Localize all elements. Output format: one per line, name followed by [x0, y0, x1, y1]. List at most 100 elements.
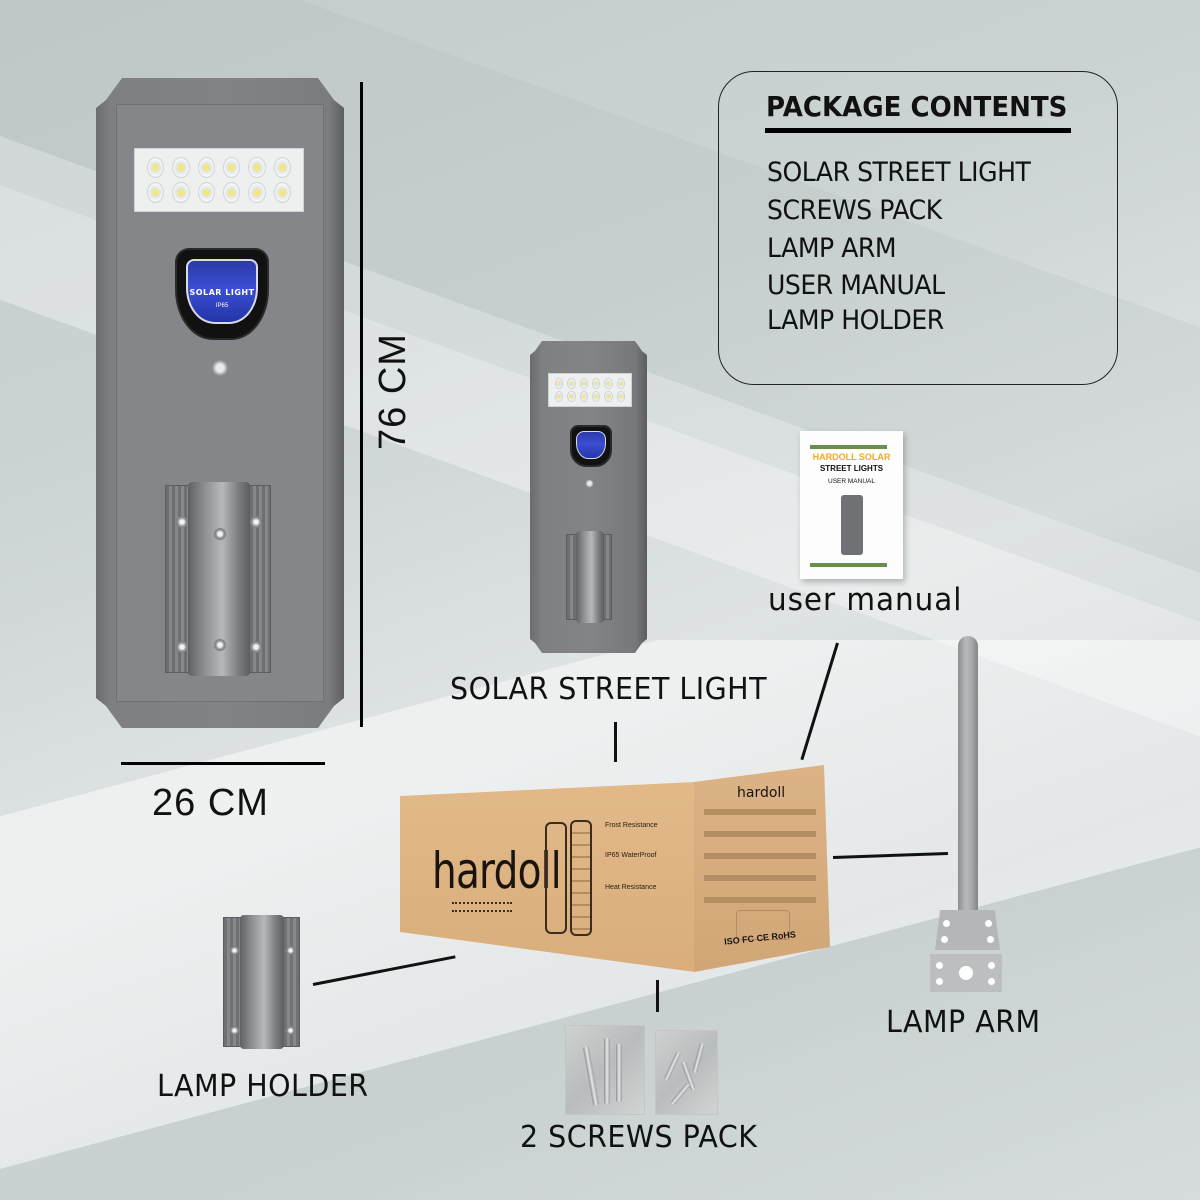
lamp-holder-image: [223, 915, 300, 1049]
sensor-knob-icon: [585, 479, 594, 488]
bolt-icon: [616, 1044, 622, 1102]
holder-tube: [240, 915, 284, 1049]
spec-row: [704, 875, 816, 881]
box-icon-row: [452, 902, 512, 912]
box-feature: Heat Resistance: [605, 884, 657, 891]
bolt-icon: [176, 641, 188, 653]
bolt-icon: [214, 528, 226, 540]
bolt-icon: [692, 1042, 705, 1074]
shipping-box-front: hardoll Frost Resistance IP65 WaterProof…: [400, 782, 695, 972]
led-icon: [567, 391, 576, 402]
bolt-icon: [286, 946, 295, 955]
bolt-icon: [214, 639, 226, 651]
badge-rating: IP65: [215, 302, 229, 309]
spec-row: [704, 853, 816, 859]
hole-icon: [985, 920, 992, 927]
package-contents-list: SOLAR STREET LIGHT SCREWS PACK LAMP ARM …: [767, 154, 1050, 338]
led-icon: [248, 157, 266, 178]
led-icon: [223, 182, 241, 203]
hole-icon: [936, 978, 943, 985]
user-manual-label: user manual: [768, 582, 963, 618]
manual-top-bar: [810, 445, 887, 449]
leader-line: [800, 642, 839, 761]
bolt-icon: [230, 946, 239, 955]
bolt-icon: [286, 1026, 295, 1035]
bolt-icon: [250, 641, 262, 653]
box-feature: IP65 WaterProof: [605, 852, 657, 859]
lamp-arm-label: LAMP ARM: [886, 1005, 1041, 1040]
screw-bag: [565, 1025, 645, 1115]
led-icon: [616, 378, 625, 389]
box-side-brand: hardoll: [737, 785, 786, 801]
box-lamp-outline: [545, 822, 567, 934]
led-icon: [273, 157, 291, 178]
bolt-icon: [250, 516, 262, 528]
bolt-icon: [230, 1026, 239, 1035]
hole-icon: [988, 978, 995, 985]
package-contents-title: PACKAGE CONTENTS: [766, 90, 1068, 123]
list-item: LAMP ARM: [767, 233, 897, 264]
title-underline: [765, 128, 1071, 133]
lamp-arm-pole: [958, 636, 978, 914]
led-panel: [548, 373, 632, 407]
hole-icon: [941, 936, 948, 943]
manual-doc-type: USER MANUAL: [828, 478, 875, 485]
spec-row: [704, 831, 816, 837]
led-icon: [579, 378, 588, 389]
leader-line: [656, 980, 659, 1012]
led-icon: [555, 391, 564, 402]
led-icon: [555, 378, 564, 389]
box-brand-logo: hardoll: [432, 842, 562, 900]
led-panel: [134, 148, 304, 212]
pole-mount: [566, 531, 612, 623]
led-icon: [273, 182, 291, 203]
bolt-icon: [670, 1082, 691, 1106]
led-icon: [604, 378, 613, 389]
led-icon: [147, 157, 165, 178]
sensor-knob-icon: [211, 359, 229, 377]
shipping-box-side: hardoll ISO FC CE RoHS: [694, 765, 830, 972]
lamp-arm-clamp: [930, 954, 1002, 992]
hole-icon: [988, 962, 995, 969]
width-dimension-label: 26 CM: [152, 782, 269, 824]
list-item: USER MANUAL: [767, 270, 945, 301]
lamp-holder-label: LAMP HOLDER: [157, 1069, 369, 1104]
lamp-arm-bracket: [935, 910, 1000, 950]
solar-street-light-large: SOLAR LIGHT IP65: [96, 78, 344, 728]
bolt-icon: [663, 1051, 682, 1081]
led-icon: [567, 378, 576, 389]
spec-row: [704, 897, 816, 903]
screw-bag: [655, 1030, 718, 1115]
manual-lamp-image: [841, 495, 863, 555]
badge-screen: [575, 430, 607, 459]
list-item: LAMP HOLDER: [767, 305, 944, 336]
height-dimension-line: [360, 82, 363, 727]
screws-pack-label: 2 SCREWS PACK: [520, 1120, 758, 1155]
hole-icon: [987, 936, 994, 943]
manual-bottom-bar: [810, 563, 887, 567]
manual-brand: HARDOLL SOLAR: [812, 452, 891, 462]
leader-line: [832, 851, 948, 859]
led-icon: [147, 182, 165, 203]
solar-street-light-small: [530, 341, 647, 653]
led-icon: [616, 391, 625, 402]
led-icon: [591, 391, 601, 402]
box-certifications: ISO FC CE RoHS: [723, 929, 797, 947]
bolt-icon: [604, 1038, 610, 1104]
user-manual-booklet: HARDOLL SOLAR STREET LIGHTS USER MANUAL: [800, 431, 903, 579]
box-feature: Frost Resistance: [605, 822, 658, 829]
led-icon: [591, 378, 601, 389]
spec-row: [704, 809, 816, 815]
height-dimension-label: 76 CM: [372, 333, 414, 450]
control-badge: SOLAR LIGHT IP65: [175, 248, 269, 340]
pole-mount: [165, 482, 271, 676]
package-contents-panel: PACKAGE CONTENTS SOLAR STREET LIGHT SCRE…: [718, 71, 1118, 385]
led-icon: [197, 182, 215, 203]
badge-screen: SOLAR LIGHT IP65: [186, 258, 258, 324]
list-item: SCREWS PACK: [767, 195, 942, 226]
list-item: SOLAR STREET LIGHT: [767, 157, 1031, 188]
led-icon: [172, 182, 190, 203]
manual-product: STREET LIGHTS: [819, 464, 884, 473]
leader-line: [312, 955, 456, 986]
led-icon: [604, 391, 613, 402]
